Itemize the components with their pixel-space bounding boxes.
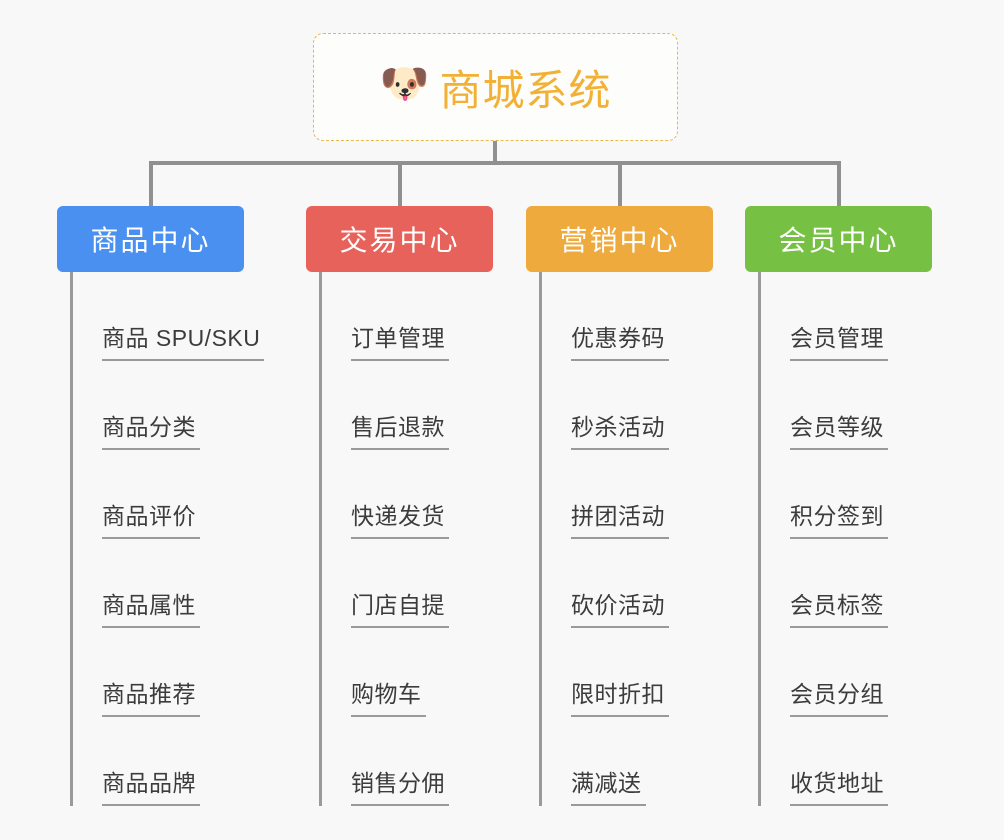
category-label: 交易中心 (339, 225, 460, 256)
vertical-spine (70, 272, 73, 806)
list-item-label: 秒杀活动 (571, 416, 669, 450)
branch-column-product-center: 商品中心商品 SPU/SKU 商品分类商品评价商品属性商品推荐商品品牌 (57, 206, 265, 806)
list-item-label: 商品品牌 (102, 772, 200, 806)
list-item[interactable]: 会员等级 (745, 361, 932, 450)
list-item[interactable]: 会员分组 (745, 628, 932, 717)
list-item[interactable]: 售后退款 (306, 361, 493, 450)
list-item-label: 拼团活动 (571, 505, 669, 539)
list-item[interactable]: 销售分佣 (306, 717, 493, 806)
subitem-list: 会员管理会员等级积分签到会员标签会员分组收货地址 (745, 272, 932, 806)
list-item-label: 商品分类 (102, 416, 200, 450)
list-item-label: 门店自提 (351, 594, 449, 628)
list-item[interactable]: 优惠券码 (526, 272, 713, 361)
list-item[interactable]: 砍价活动 (526, 539, 713, 628)
list-item-label: 售后退款 (351, 416, 449, 450)
branch-column-member-center: 会员中心会员管理会员等级积分签到会员标签会员分组收货地址 (745, 206, 932, 806)
list-item[interactable]: 商品品牌 (57, 717, 244, 806)
subitem-list: 商品 SPU/SKU 商品分类商品评价商品属性商品推荐商品品牌 (57, 272, 265, 806)
list-item[interactable]: 订单管理 (306, 272, 493, 361)
list-item-label: 收货地址 (790, 772, 888, 806)
branch-column-marketing-center: 营销中心优惠券码秒杀活动拼团活动砍价活动限时折扣满减送 (526, 206, 713, 806)
subitem-list: 订单管理售后退款快递发货门店自提购物车销售分佣 (306, 272, 493, 806)
list-item-label: 商品 SPU/SKU (102, 327, 265, 361)
list-item-label: 会员分组 (790, 683, 888, 717)
list-item-label: 销售分佣 (351, 772, 449, 806)
list-item[interactable]: 商品 SPU/SKU (57, 272, 265, 361)
category-node-member-center[interactable]: 会员中心 (745, 206, 932, 272)
list-item-label: 优惠券码 (571, 327, 669, 361)
root-node[interactable]: 🐶 商城系统 (313, 33, 678, 141)
subitem-group: 优惠券码秒杀活动拼团活动砍价活动限时折扣满减送 (526, 272, 713, 806)
list-item-label: 订单管理 (351, 327, 449, 361)
category-node-marketing-center[interactable]: 营销中心 (526, 206, 713, 272)
connector-stem (493, 141, 497, 164)
list-item-label: 会员标签 (790, 594, 888, 628)
list-item[interactable]: 商品评价 (57, 450, 244, 539)
list-item[interactable]: 拼团活动 (526, 450, 713, 539)
category-node-product-center[interactable]: 商品中心 (57, 206, 244, 272)
list-item[interactable]: 积分签到 (745, 450, 932, 539)
subitem-group: 会员管理会员等级积分签到会员标签会员分组收货地址 (745, 272, 932, 806)
list-item-label: 快递发货 (351, 505, 449, 539)
dog-face-icon: 🐶 (379, 62, 430, 106)
list-item[interactable]: 商品分类 (57, 361, 244, 450)
connector-drop-1 (149, 161, 153, 206)
list-item-label: 购物车 (351, 683, 426, 717)
list-item-label: 会员等级 (790, 416, 888, 450)
connector-drop-4 (837, 161, 841, 206)
connector-drop-3 (618, 161, 622, 206)
vertical-spine (319, 272, 322, 806)
root-title: 商城系统 (439, 66, 612, 114)
vertical-spine (539, 272, 542, 806)
connector-horizontal-bar (149, 161, 840, 165)
list-item[interactable]: 商品推荐 (57, 628, 244, 717)
list-item[interactable]: 购物车 (306, 628, 493, 717)
category-label: 营销中心 (559, 225, 680, 256)
list-item-label: 商品属性 (102, 594, 200, 628)
branch-column-trade-center: 交易中心订单管理售后退款快递发货门店自提购物车销售分佣 (306, 206, 493, 806)
list-item-label: 会员管理 (790, 327, 888, 361)
category-label: 商品中心 (90, 225, 211, 256)
list-item-label: 商品推荐 (102, 683, 200, 717)
list-item-label: 商品评价 (102, 505, 200, 539)
list-item[interactable]: 收货地址 (745, 717, 932, 806)
list-item[interactable]: 会员管理 (745, 272, 932, 361)
category-node-trade-center[interactable]: 交易中心 (306, 206, 493, 272)
list-item[interactable]: 快递发货 (306, 450, 493, 539)
list-item[interactable]: 门店自提 (306, 539, 493, 628)
list-item[interactable]: 满减送 (526, 717, 713, 806)
list-item[interactable]: 秒杀活动 (526, 361, 713, 450)
list-item-label: 满减送 (571, 772, 646, 806)
category-label: 会员中心 (778, 225, 899, 256)
list-item-label: 砍价活动 (571, 594, 669, 628)
list-item[interactable]: 商品属性 (57, 539, 244, 628)
list-item-label: 积分签到 (790, 505, 888, 539)
subitem-list: 优惠券码秒杀活动拼团活动砍价活动限时折扣满减送 (526, 272, 713, 806)
list-item-label: 限时折扣 (571, 683, 669, 717)
subitem-group: 商品 SPU/SKU 商品分类商品评价商品属性商品推荐商品品牌 (57, 272, 265, 806)
list-item[interactable]: 限时折扣 (526, 628, 713, 717)
vertical-spine (758, 272, 761, 806)
list-item[interactable]: 会员标签 (745, 539, 932, 628)
connector-drop-2 (398, 161, 402, 206)
subitem-group: 订单管理售后退款快递发货门店自提购物车销售分佣 (306, 272, 493, 806)
